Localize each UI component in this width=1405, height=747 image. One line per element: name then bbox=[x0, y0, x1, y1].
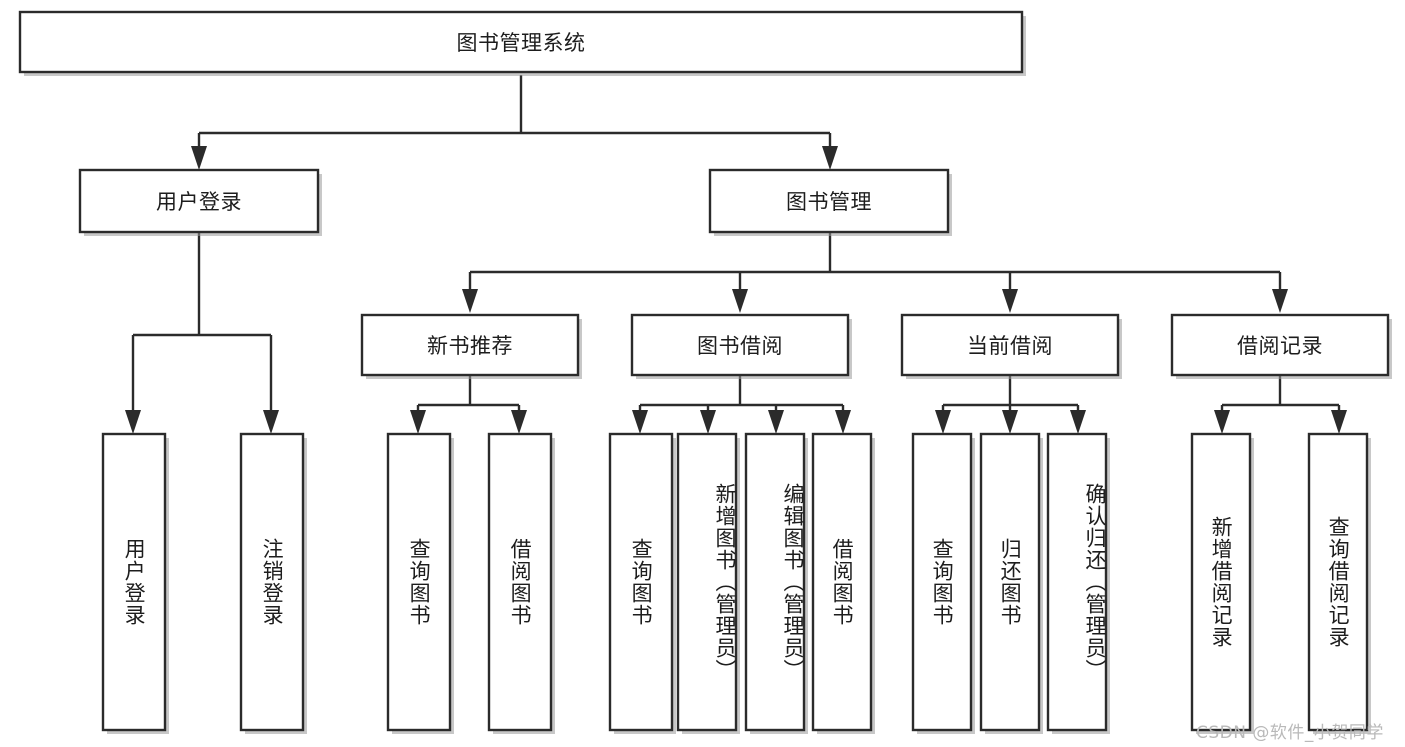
connector-root-to-level2 bbox=[191, 75, 838, 170]
leaf-box[interactable] bbox=[979, 432, 1043, 734]
leaf-box[interactable] bbox=[101, 432, 169, 734]
leaf-box[interactable] bbox=[911, 432, 975, 734]
leaf-box[interactable] bbox=[487, 432, 555, 734]
node-new-book-recommend-box[interactable] bbox=[360, 313, 582, 379]
node-user-login-box[interactable] bbox=[78, 168, 322, 236]
connector-newbook-to-leaves bbox=[410, 376, 527, 434]
node-root-box[interactable] bbox=[18, 10, 1026, 76]
leaf-box[interactable] bbox=[744, 432, 808, 734]
connector-userlogin-to-leaves bbox=[125, 233, 279, 434]
connector-borrowrecords-to-leaves bbox=[1214, 376, 1347, 434]
node-book-management-box[interactable] bbox=[708, 168, 952, 236]
leaf-box[interactable] bbox=[1190, 432, 1254, 734]
connector-bookmgmt-to-level3 bbox=[462, 233, 1288, 313]
leaf-box[interactable] bbox=[386, 432, 454, 734]
node-book-borrow-box[interactable] bbox=[630, 313, 852, 379]
node-current-borrow-box[interactable] bbox=[900, 313, 1122, 379]
leaf-box[interactable] bbox=[608, 432, 676, 734]
leaf-box[interactable] bbox=[1046, 432, 1110, 734]
watermark-text: CSDN @软件_小贺同学 bbox=[1196, 723, 1384, 743]
leaf-box[interactable] bbox=[676, 432, 740, 734]
leaf-box[interactable] bbox=[811, 432, 875, 734]
connector-bookborrow-to-leaves bbox=[632, 376, 851, 434]
node-borrow-records-box[interactable] bbox=[1170, 313, 1392, 379]
leaf-box[interactable] bbox=[1307, 432, 1371, 734]
leaf-box[interactable] bbox=[239, 432, 307, 734]
connector-currentborrow-to-leaves bbox=[935, 376, 1086, 434]
